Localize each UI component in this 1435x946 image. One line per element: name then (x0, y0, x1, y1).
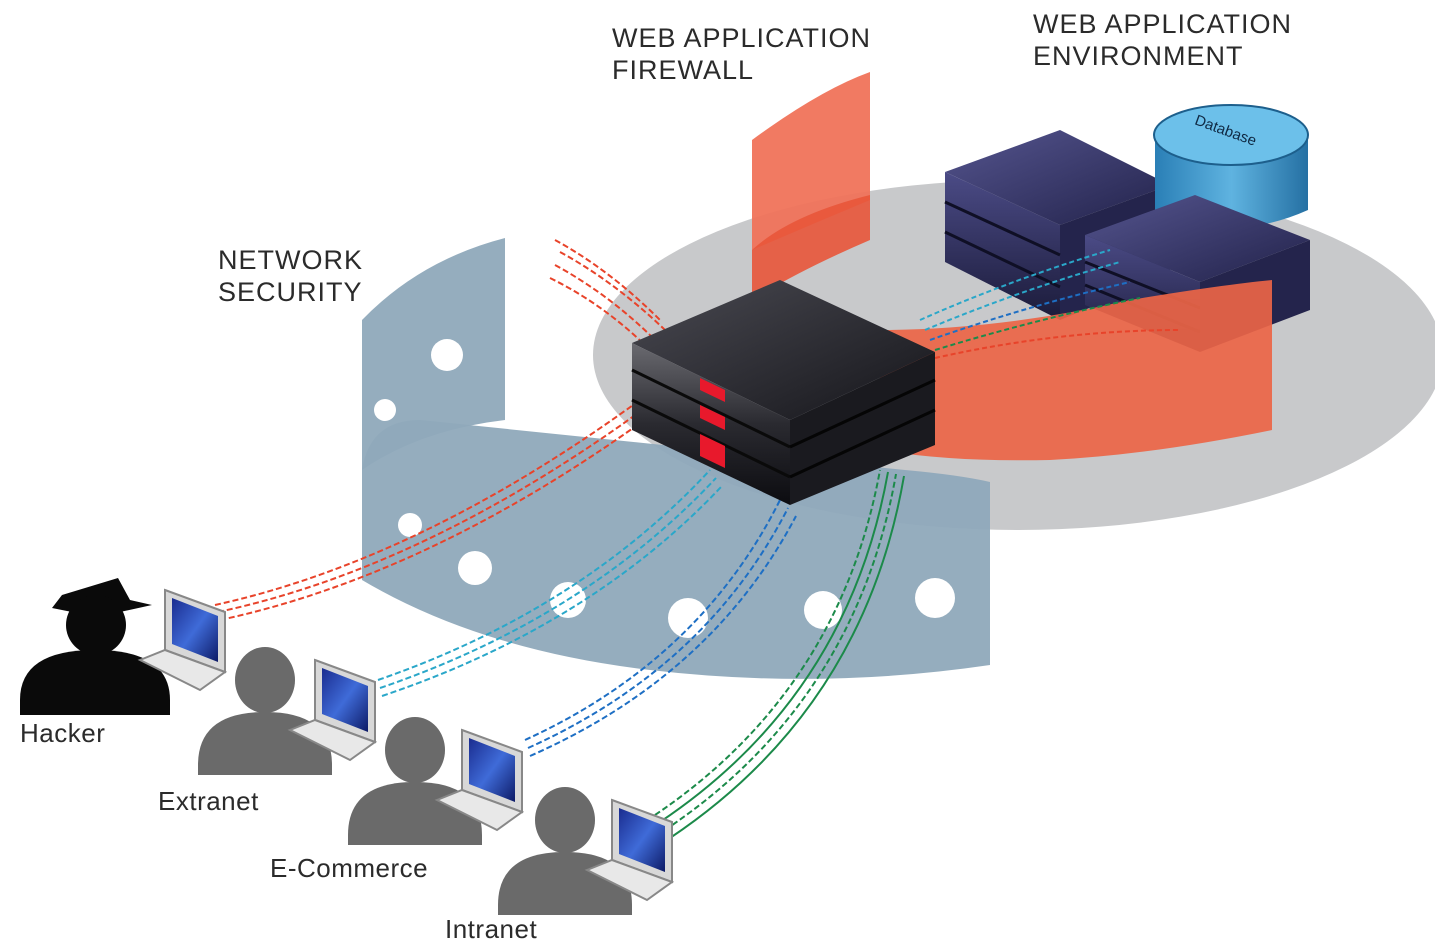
network-hole (374, 399, 396, 421)
waf-label-line1: WEB APPLICATION (612, 23, 872, 53)
network-hole (804, 591, 842, 629)
extranet-connection-line (377, 469, 723, 697)
ecommerce-connection-line (524, 499, 797, 757)
firewall-band-front (880, 280, 1272, 461)
network-security-label-line1: NETWORK (218, 245, 363, 275)
waf-label: WEB APPLICATION FIREWALL (612, 22, 871, 87)
network-security-label: NETWORK SECURITY (218, 244, 363, 309)
intranet-connection-line (654, 469, 905, 839)
network-hole (915, 578, 955, 618)
user-label-ecommerce: E-Commerce (270, 853, 429, 883)
laptop-icon (434, 728, 525, 832)
user-label-intranet: Intranet (445, 914, 538, 944)
network-hole (668, 598, 708, 638)
laptop-icon (137, 588, 228, 692)
user-label-hacker: Hacker (20, 718, 106, 748)
laptop-icon (584, 798, 675, 902)
firewall-band-back-inner (752, 195, 870, 300)
network-security-label-line2: SECURITY (218, 277, 363, 308)
backend-connection-lines (919, 249, 1181, 359)
waf-appliance-icon (631, 280, 936, 505)
laptop-icon (287, 658, 378, 762)
user-label-extranet: Extranet (158, 786, 259, 816)
environment-label: WEB APPLICATION ENVIRONMENT (1033, 8, 1292, 73)
environment-label-line1: WEB APPLICATION (1033, 9, 1293, 39)
network-hole (458, 551, 492, 585)
hacker-icon (20, 578, 170, 715)
network-hole (398, 513, 422, 537)
hacker-connection-line (214, 399, 651, 621)
environment-label-line2: ENVIRONMENT (1033, 41, 1244, 72)
network-hole (431, 339, 463, 371)
waf-label-line2: FIREWALL (612, 55, 755, 86)
